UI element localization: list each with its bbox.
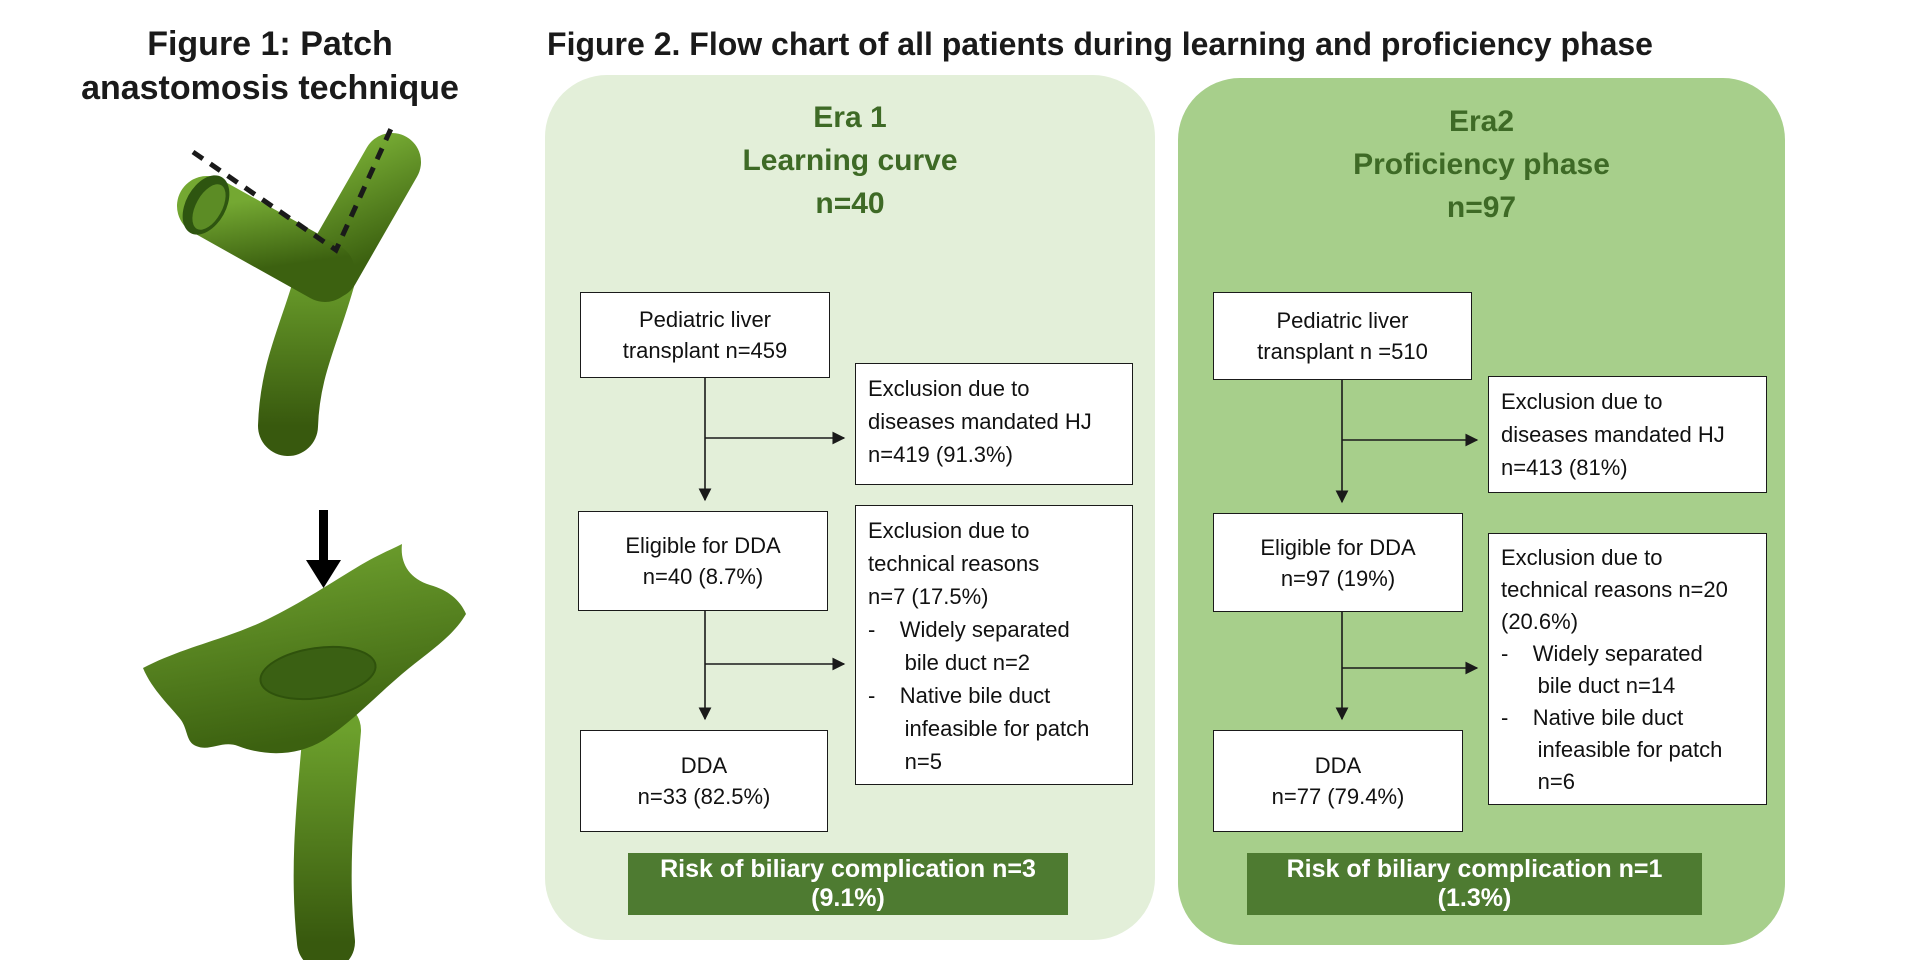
era2-header: Era2 Proficiency phase n=97	[1353, 105, 1610, 224]
era2-box-pediatric-transplant: Pediatric liver transplant n =510	[1213, 292, 1472, 380]
era2-box-dda: DDA n=77 (79.4%)	[1213, 730, 1463, 832]
era2-risk-banner: Risk of biliary complication n=1 (1.3%)	[1247, 853, 1702, 915]
era1-header: Era 1 Learning curve n=40	[742, 101, 958, 220]
bile-duct-y-shape	[177, 120, 421, 456]
era1-risk-banner: Risk of biliary complication n=3 (9.1%)	[628, 853, 1068, 915]
figure1-title: Figure 1: Patch anastomosis technique	[81, 25, 459, 107]
duct-opening	[259, 645, 377, 701]
era2-box-eligible-dda: Eligible for DDA n=97 (19%)	[1213, 513, 1463, 612]
era1-box-dda: DDA n=33 (82.5%)	[580, 730, 828, 832]
era1-box-exclusion-technical: Exclusion due to technical reasons n=7 (…	[855, 505, 1133, 785]
era2-box-exclusion-technical: Exclusion due to technical reasons n=20 …	[1488, 533, 1767, 805]
era2-box-exclusion-hj: Exclusion due to diseases mandated HJ n=…	[1488, 376, 1767, 493]
transform-arrow-icon	[306, 510, 341, 588]
patched-duct-shape	[143, 544, 466, 960]
era1-box-eligible-dda: Eligible for DDA n=40 (8.7%)	[578, 511, 828, 611]
era1-box-exclusion-hj: Exclusion due to diseases mandated HJ n=…	[855, 363, 1133, 485]
duct-open-mouth	[182, 175, 230, 235]
cut-line	[191, 120, 397, 254]
figure2-title: Figure 2. Flow chart of all patients dur…	[547, 26, 1653, 62]
era1-box-pediatric-transplant: Pediatric liver transplant n=459	[580, 292, 830, 378]
